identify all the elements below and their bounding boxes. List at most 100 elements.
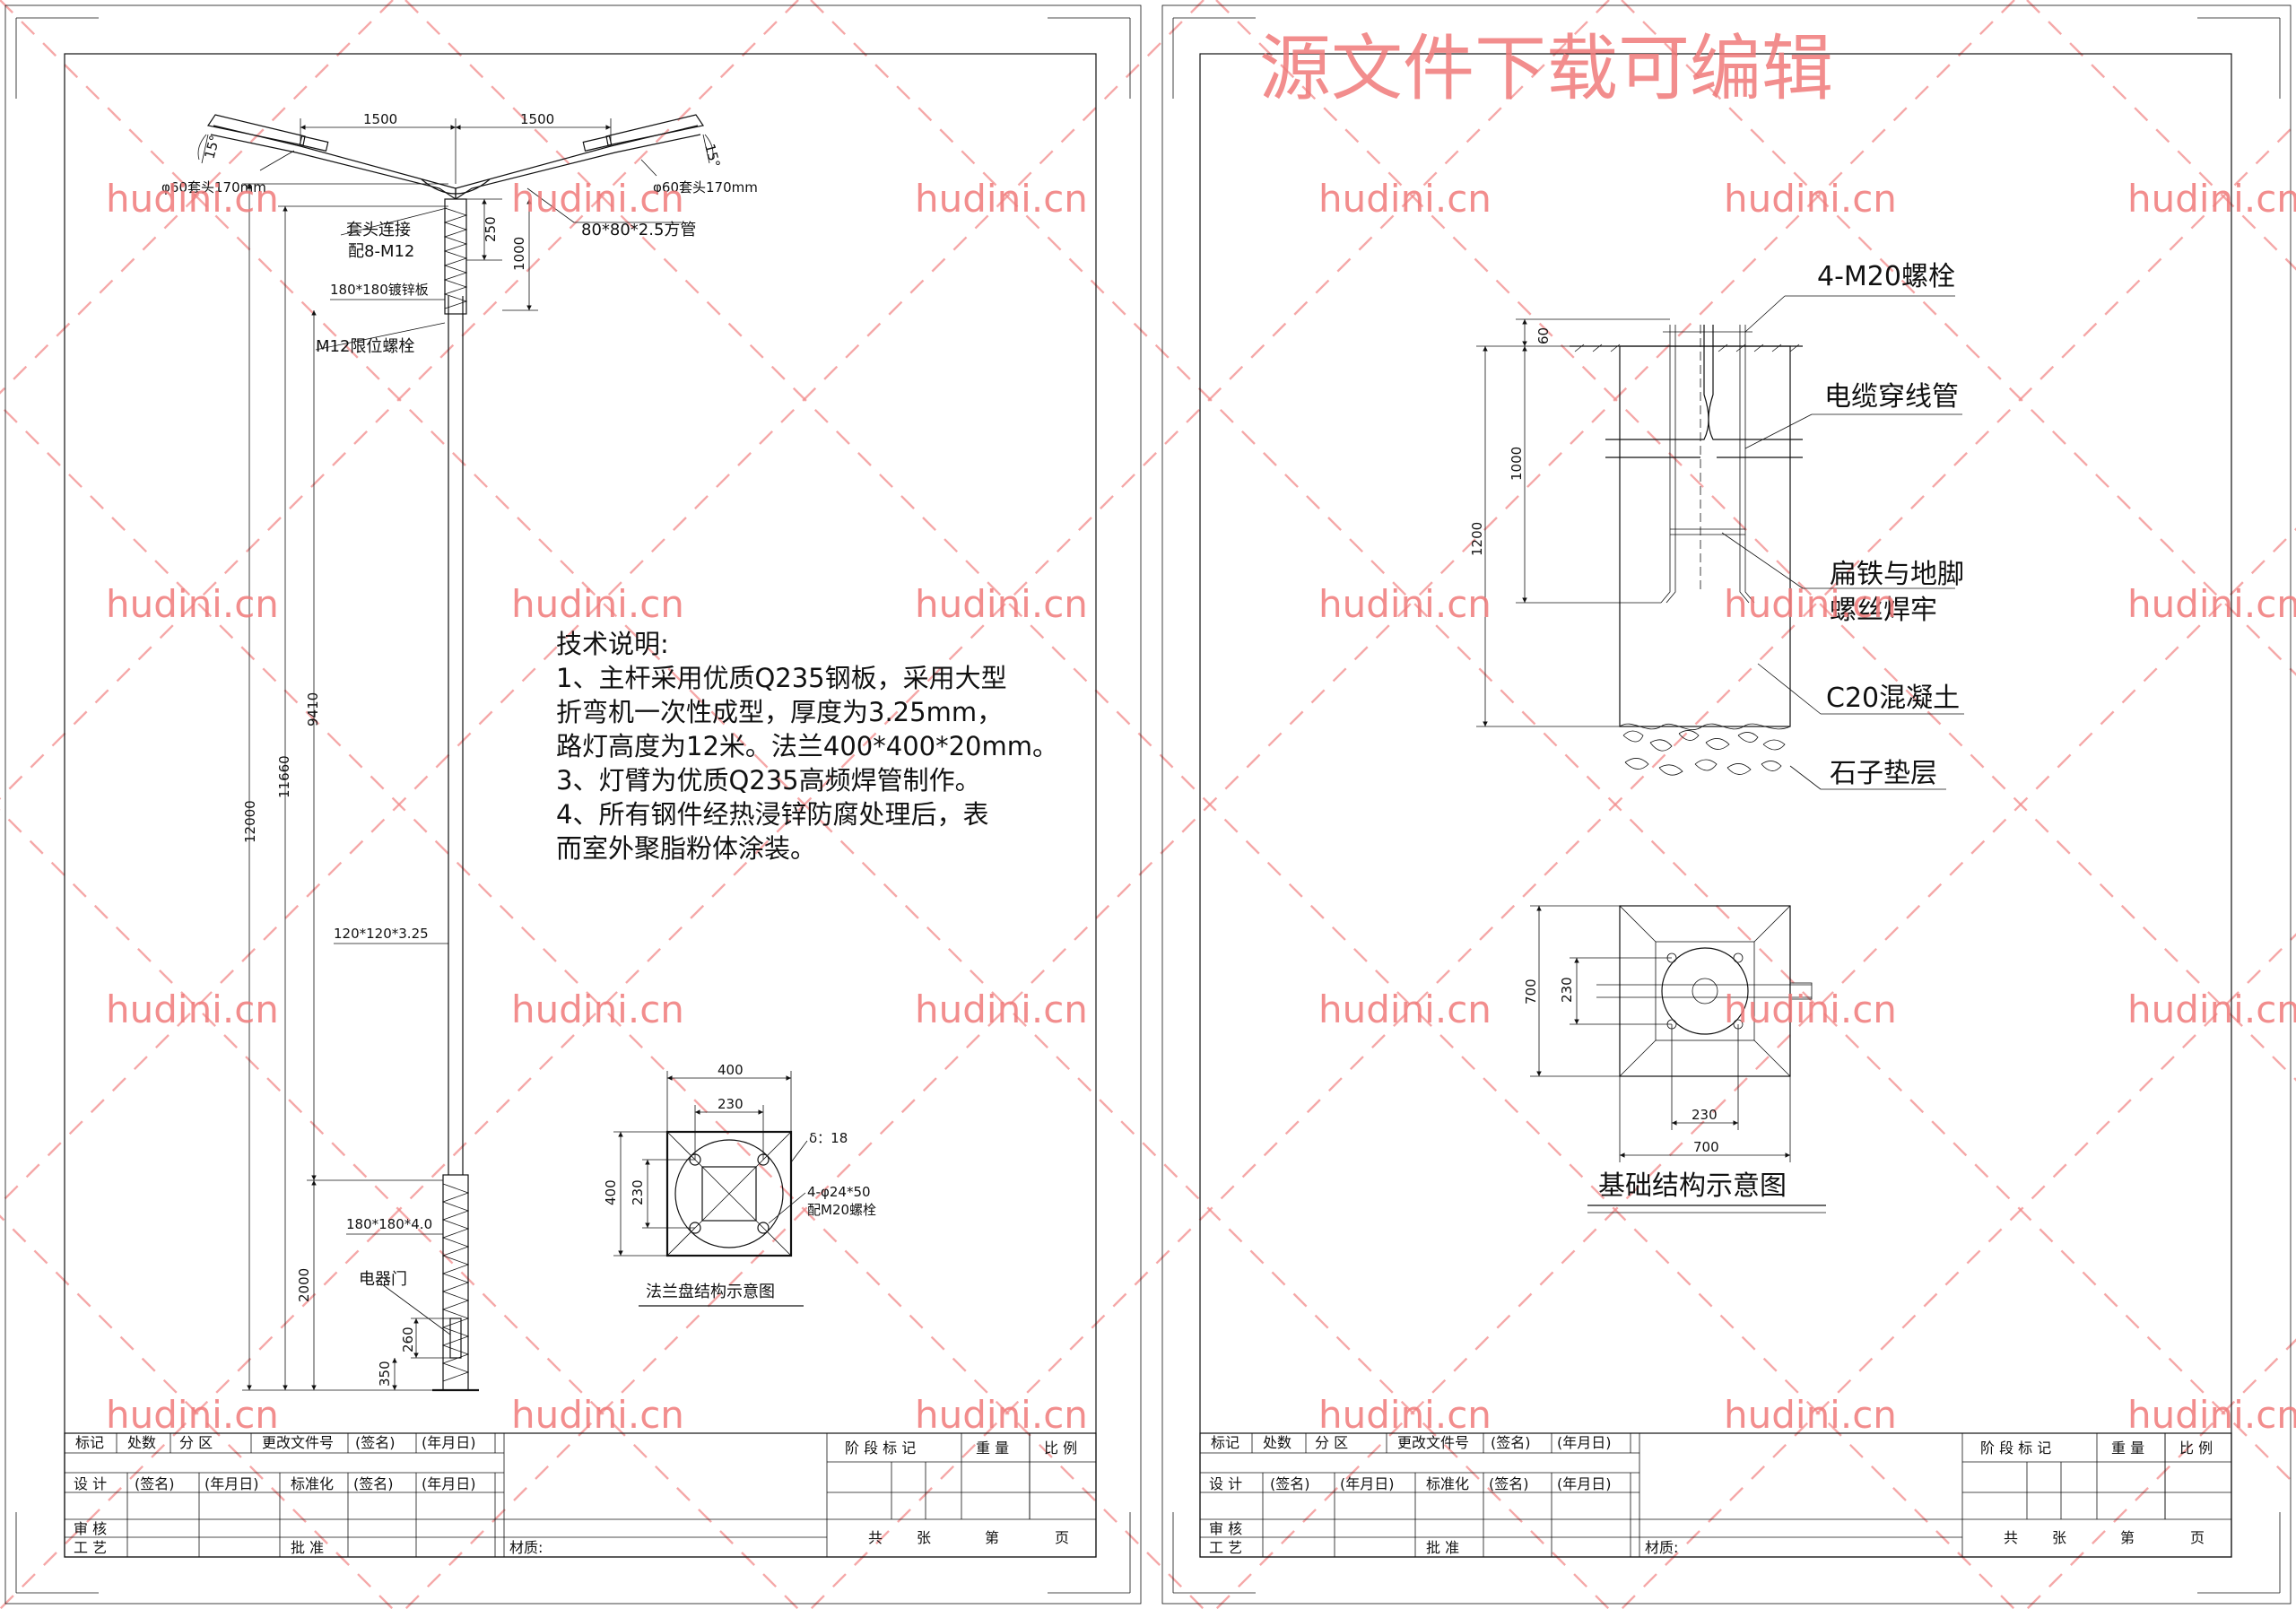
tb-row1-cell: 分 区 <box>179 1434 213 1451</box>
watermark-text: hudini.cn <box>1318 987 1492 1031</box>
watermark-line <box>810 122 2296 1609</box>
watermark-text: hudini.cn <box>1318 582 1492 626</box>
watermark-line <box>1215 0 2296 1082</box>
tb-row2-cell: (年月日) <box>1340 1475 1395 1492</box>
tb-row1-cell: (签名) <box>1491 1434 1531 1451</box>
shaft-size-label: 120*120*3.25 <box>334 926 429 942</box>
tb-page-word: 页 <box>1055 1529 1069 1546</box>
plan-dim-230-bottom: 230 <box>1692 1107 1718 1123</box>
notes-line: 而室外聚脂粉体涂装。 <box>556 833 816 864</box>
tb-row1-cell: 处数 <box>127 1434 156 1451</box>
tb-row2-cell: (签名) <box>353 1475 394 1492</box>
notes-line: 4、所有钢件经热浸锌防腐处理后，表 <box>556 799 988 830</box>
tb-row2-cell: 设 计 <box>74 1475 107 1492</box>
tb-row2-cell: (年月日) <box>1557 1475 1612 1492</box>
notes-line: 折弯机一次性成型，厚度为3.25mm， <box>556 697 1003 727</box>
watermark-text: hudini.cn <box>1724 177 1897 221</box>
tb-row4-cell: 批 准 <box>291 1539 324 1556</box>
watermark-text: hudini.cn <box>1724 1393 1897 1437</box>
tb-row1-cell: 标记 <box>1211 1434 1239 1451</box>
tb-material: 材质: <box>509 1539 543 1556</box>
tb-sheet-word: 张 <box>2052 1529 2066 1546</box>
watermark-line <box>1621 0 2296 676</box>
watermark-text: hudini.cn <box>2127 177 2296 221</box>
watermark-line <box>0 0 1610 1609</box>
tb-material: 材质: <box>1645 1539 1678 1556</box>
tb-row2-cell: 标准化 <box>291 1475 334 1492</box>
tb-row1-cell: 处数 <box>1263 1434 1292 1451</box>
tb-row1-cell: 更改文件号 <box>1397 1434 1469 1451</box>
flange-dim-400-side: 400 <box>603 1179 619 1205</box>
dim-1000: 1000 <box>511 237 527 271</box>
foundation-section: 4-M20螺栓 电缆穿线管 扁铁与地脚 螺丝焊牢 C20混凝土 石子垫层 60 … <box>1469 261 1964 790</box>
flange-detail: 400 230 400 230 δ：18 4-φ24*50 配M20螺栓 法兰盘… <box>603 1062 876 1307</box>
notes-title: 技术说明: <box>556 629 669 659</box>
watermark-headline: 源文件下载可编辑 <box>1259 27 1833 110</box>
tb-row2-cell: (签名) <box>1270 1475 1310 1492</box>
tb-sheet-word: 张 <box>917 1529 931 1546</box>
tb-row1-cell: 分 区 <box>1315 1434 1348 1451</box>
watermark-text: hudini.cn <box>915 177 1088 221</box>
watermark-text: hudini.cn <box>915 582 1088 626</box>
dim-2000: 2000 <box>296 1268 312 1302</box>
flange-dim-230-side: 230 <box>630 1179 646 1205</box>
plan-dim-230-side: 230 <box>1559 977 1575 1003</box>
watermark-text: hudini.cn <box>1724 582 1897 626</box>
flange-holes: 4-φ24*50 <box>807 1184 871 1200</box>
tb-row2-cell: 设 计 <box>1209 1475 1242 1492</box>
watermark-line <box>0 809 799 1609</box>
foundation-plan: 700 230 230 700 基础结构示意图 <box>1523 905 1826 1213</box>
tb-row2-cell: (签名) <box>135 1475 175 1492</box>
watermark-text: hudini.cn <box>511 987 684 1031</box>
notes-line: 路灯高度为12米。法兰400*400*20mm。 <box>556 731 1058 761</box>
sleeve-connect-label: 套头连接 <box>346 221 411 239</box>
tb-sheet-total: 共 <box>868 1529 883 1546</box>
cable-pipe-label: 电缆穿线管 <box>1824 381 1959 413</box>
tb-stage: 阶 段 标 记 <box>845 1439 916 1457</box>
weld-label-1: 扁铁与地脚 <box>1830 559 1964 590</box>
weld-label-2: 螺丝焊牢 <box>1830 595 1937 626</box>
height-12000: 12000 <box>242 800 258 843</box>
gravel-label: 石子垫层 <box>1830 758 1937 789</box>
title-block-right: 标记处数分 区更改文件号(签名)(年月日)设 计(签名)(年月日)标准化(签名)… <box>1199 1432 2232 1558</box>
flange-thickness: δ：18 <box>809 1130 848 1146</box>
dim-250: 250 <box>483 216 499 242</box>
flange-caption: 法兰盘结构示意图 <box>646 1283 775 1301</box>
flange-bolts: 配M20螺栓 <box>807 1202 876 1218</box>
tb-weight: 重 量 <box>976 1439 1009 1457</box>
tb-weight: 重 量 <box>2111 1439 2144 1457</box>
plate-top-label: 180*180镀锌板 <box>330 282 429 298</box>
tb-row1-cell: (年月日) <box>1557 1434 1612 1451</box>
watermark-line <box>2026 1338 2296 1609</box>
watermark-text: hudini.cn <box>511 582 684 626</box>
tb-row2-cell: (年月日) <box>422 1475 476 1492</box>
watermark-text: hudini.cn <box>1318 177 1492 221</box>
arm-span-right: 1500 <box>520 111 554 127</box>
flange-dim-400-top: 400 <box>718 1062 744 1078</box>
tb-row3-cell: 审 核 <box>74 1520 107 1537</box>
watermark-line <box>404 0 2015 1609</box>
watermark-text: hudini.cn <box>915 1393 1088 1437</box>
watermark-text: hudini.cn <box>106 177 279 221</box>
height-11660: 11660 <box>276 755 292 798</box>
notes-line: 3、灯臂为优质Q235高频焊管制作。 <box>556 765 981 796</box>
tb-row1-cell: (年月日) <box>422 1434 476 1451</box>
tb-scale: 比 例 <box>2179 1439 2213 1457</box>
watermark-line <box>1621 933 2296 1609</box>
tb-row2-cell: (签名) <box>1489 1475 1529 1492</box>
plan-dim-700-bottom: 700 <box>1693 1139 1719 1155</box>
tb-row4-cell: 工 艺 <box>1209 1539 1242 1556</box>
title-block-left: 标记处数分 区更改文件号(签名)(年月日)设 计(签名)(年月日)标准化(签名)… <box>64 1432 1097 1558</box>
dim-60: 60 <box>1535 327 1552 344</box>
door-label: 电器门 <box>359 1270 407 1289</box>
arm-angle-right: 15° <box>701 142 723 169</box>
foundation-caption: 基础结构示意图 <box>1598 1170 1787 1202</box>
notes-line: 1、主杆采用优质Q235钢板，采用大型 <box>556 663 1007 693</box>
watermark-text: hudini.cn <box>2127 1393 2296 1437</box>
technical-notes: 技术说明: 1、主杆采用优质Q235钢板，采用大型 折弯机一次性成型，厚度为3.… <box>556 629 1058 864</box>
tb-row3-cell: 审 核 <box>1209 1520 1242 1537</box>
pole-elevation: 1500 1500 15° 15° φ60套头170mm φ60套头170mm … <box>161 111 758 1392</box>
tb-row2-cell: (年月日) <box>204 1475 259 1492</box>
